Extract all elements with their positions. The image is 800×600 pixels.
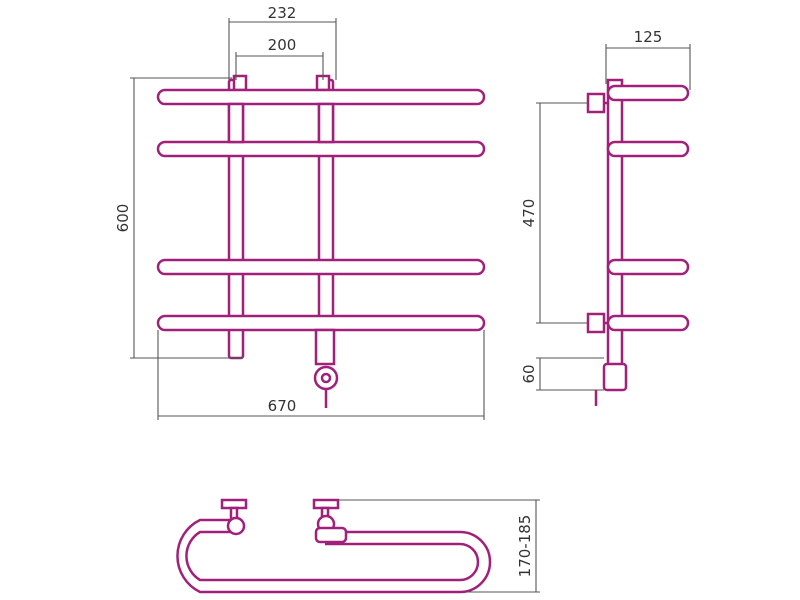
side-bar-3 [606, 258, 690, 276]
dim-200-label: 200 [268, 36, 297, 54]
side-heater-body [602, 362, 628, 392]
side-bar-4 [606, 314, 690, 332]
front-view: 232 200 600 670 [114, 4, 486, 420]
top-heater-body [314, 526, 348, 544]
front-heater-body [314, 328, 336, 366]
front-bar-1 [156, 88, 486, 106]
dim-470-label: 470 [520, 199, 538, 228]
front-right-riser-overlay [317, 102, 335, 144]
top-view: 170-185 [176, 498, 540, 594]
side-bar-2 [606, 140, 690, 158]
dim-125-label: 125 [634, 28, 663, 46]
side-bar-1 [606, 84, 690, 102]
side-mount-top [586, 92, 606, 114]
side-view: 125 470 60 [520, 28, 691, 406]
dim-670-label: 670 [268, 397, 297, 415]
top-loop-inner [185, 530, 480, 582]
side-mount-bottom [586, 312, 606, 334]
dim-600-label: 600 [114, 204, 132, 233]
front-bar-3 [156, 258, 486, 276]
front-bar-4 [156, 314, 486, 332]
dim-170-185-label: 170-185 [516, 515, 534, 578]
front-bar-2 [156, 140, 486, 158]
dim-232-label: 232 [268, 4, 297, 22]
front-heater-knob-inner [320, 372, 332, 384]
top-left-mount-joint [226, 516, 246, 536]
front-left-riser-overlay [227, 102, 245, 144]
dim-60-label: 60 [520, 364, 538, 383]
